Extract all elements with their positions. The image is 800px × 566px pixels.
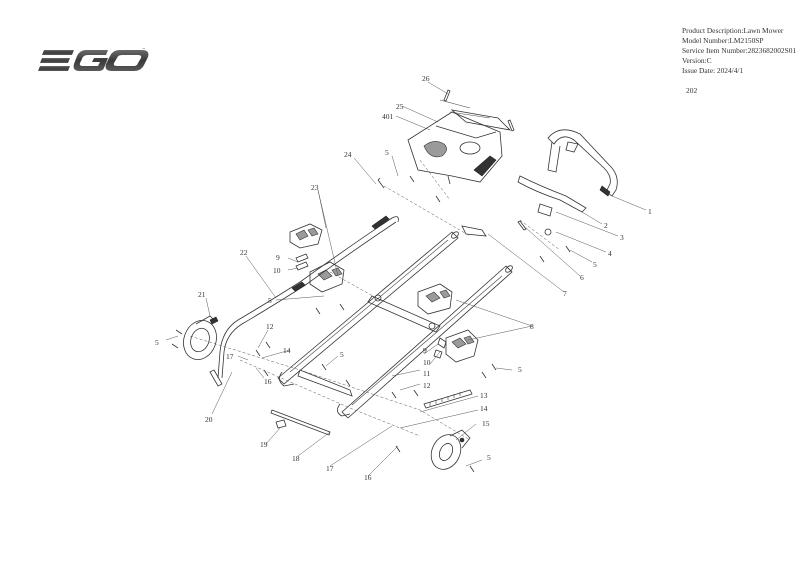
adjustment-bar-13 [423, 389, 473, 409]
handle-cross-bar [279, 294, 441, 417]
callout-10a: 10 [273, 266, 281, 275]
upper-handle-tube [341, 265, 513, 419]
callout-5c: 5 [155, 338, 159, 347]
callout-5a: 5 [593, 260, 597, 269]
callout-4: 4 [608, 249, 612, 258]
callout-17a: 17 [226, 352, 234, 361]
rear-housing [407, 99, 512, 183]
cable-22 [217, 215, 399, 379]
bracket-20 [209, 369, 223, 387]
callout-9a: 9 [276, 253, 280, 262]
callout-12a: 12 [266, 322, 274, 331]
upper-handle [517, 129, 618, 213]
callout-16a: 16 [264, 377, 272, 386]
callout-26: 26 [422, 74, 430, 83]
service-item-number: Service Item Number:2823682002S01 [682, 46, 797, 55]
callout-21: 21 [198, 290, 206, 299]
model-number: Model Number:LM2150SP [682, 36, 764, 45]
callout-leaders [165, 81, 647, 477]
callout-11: 11 [423, 369, 430, 378]
product-info-block: Product Description:Lawn Mower Model Num… [682, 26, 796, 76]
callout-20: 20 [205, 415, 213, 424]
callout-19: 19 [260, 440, 268, 449]
lower-handle-tube [277, 231, 459, 385]
callout-10b: 10 [423, 358, 431, 367]
callout-1: 1 [648, 207, 652, 216]
callout-14b: 14 [480, 404, 488, 413]
svg-text:™: ™ [142, 47, 145, 51]
callout-12b: 12 [423, 381, 431, 390]
callout-3: 3 [620, 233, 624, 242]
callout-401: 401 [382, 112, 394, 121]
version: Version:C [682, 56, 712, 65]
handle-knob-assembly-right-lower [445, 329, 479, 363]
callout-5g: 5 [487, 453, 491, 462]
handle-knob-assembly-right-upper [417, 283, 453, 315]
callout-5d: 5 [268, 296, 272, 305]
callout-5e: 5 [340, 350, 344, 359]
callout-7: 7 [563, 289, 567, 298]
callout-25: 25 [396, 102, 404, 111]
callout-14a: 14 [283, 346, 291, 355]
callout-22: 22 [240, 248, 248, 257]
callout-16b: 16 [364, 473, 372, 482]
callout-15: 15 [482, 419, 490, 428]
callout-24: 24 [344, 150, 352, 159]
page-reference-number: 202 [686, 86, 698, 95]
assembly-lines [189, 159, 561, 441]
callout-17b: 17 [326, 464, 334, 473]
callout-18: 18 [292, 454, 300, 463]
callout-numbers: 1 2 3 4 5 5 5 5 5 5 5 6 7 8 9 9 10 10 11… [155, 74, 652, 482]
product-description: Product Description:Lawn Mower [682, 26, 784, 35]
issue-date: Issue Date: 2024/4/1 [682, 66, 744, 75]
callout-5b: 5 [385, 148, 389, 157]
callout-5f: 5 [518, 365, 522, 374]
callout-8: 8 [530, 322, 534, 331]
screws [171, 175, 571, 473]
handle-knob-assembly-upper [289, 223, 323, 249]
callout-9b: 9 [423, 346, 427, 355]
callout-2: 2 [604, 221, 608, 230]
bracket-19 [275, 419, 287, 429]
ego-logo-icon: ™ [38, 47, 149, 71]
spring-parts [295, 203, 553, 359]
right-wheel-cover [430, 429, 471, 470]
callout-13: 13 [480, 391, 488, 400]
left-wheel-cover [183, 315, 219, 360]
callout-23: 23 [311, 183, 319, 192]
rod-18 [270, 409, 331, 436]
callout-6: 6 [580, 273, 584, 282]
